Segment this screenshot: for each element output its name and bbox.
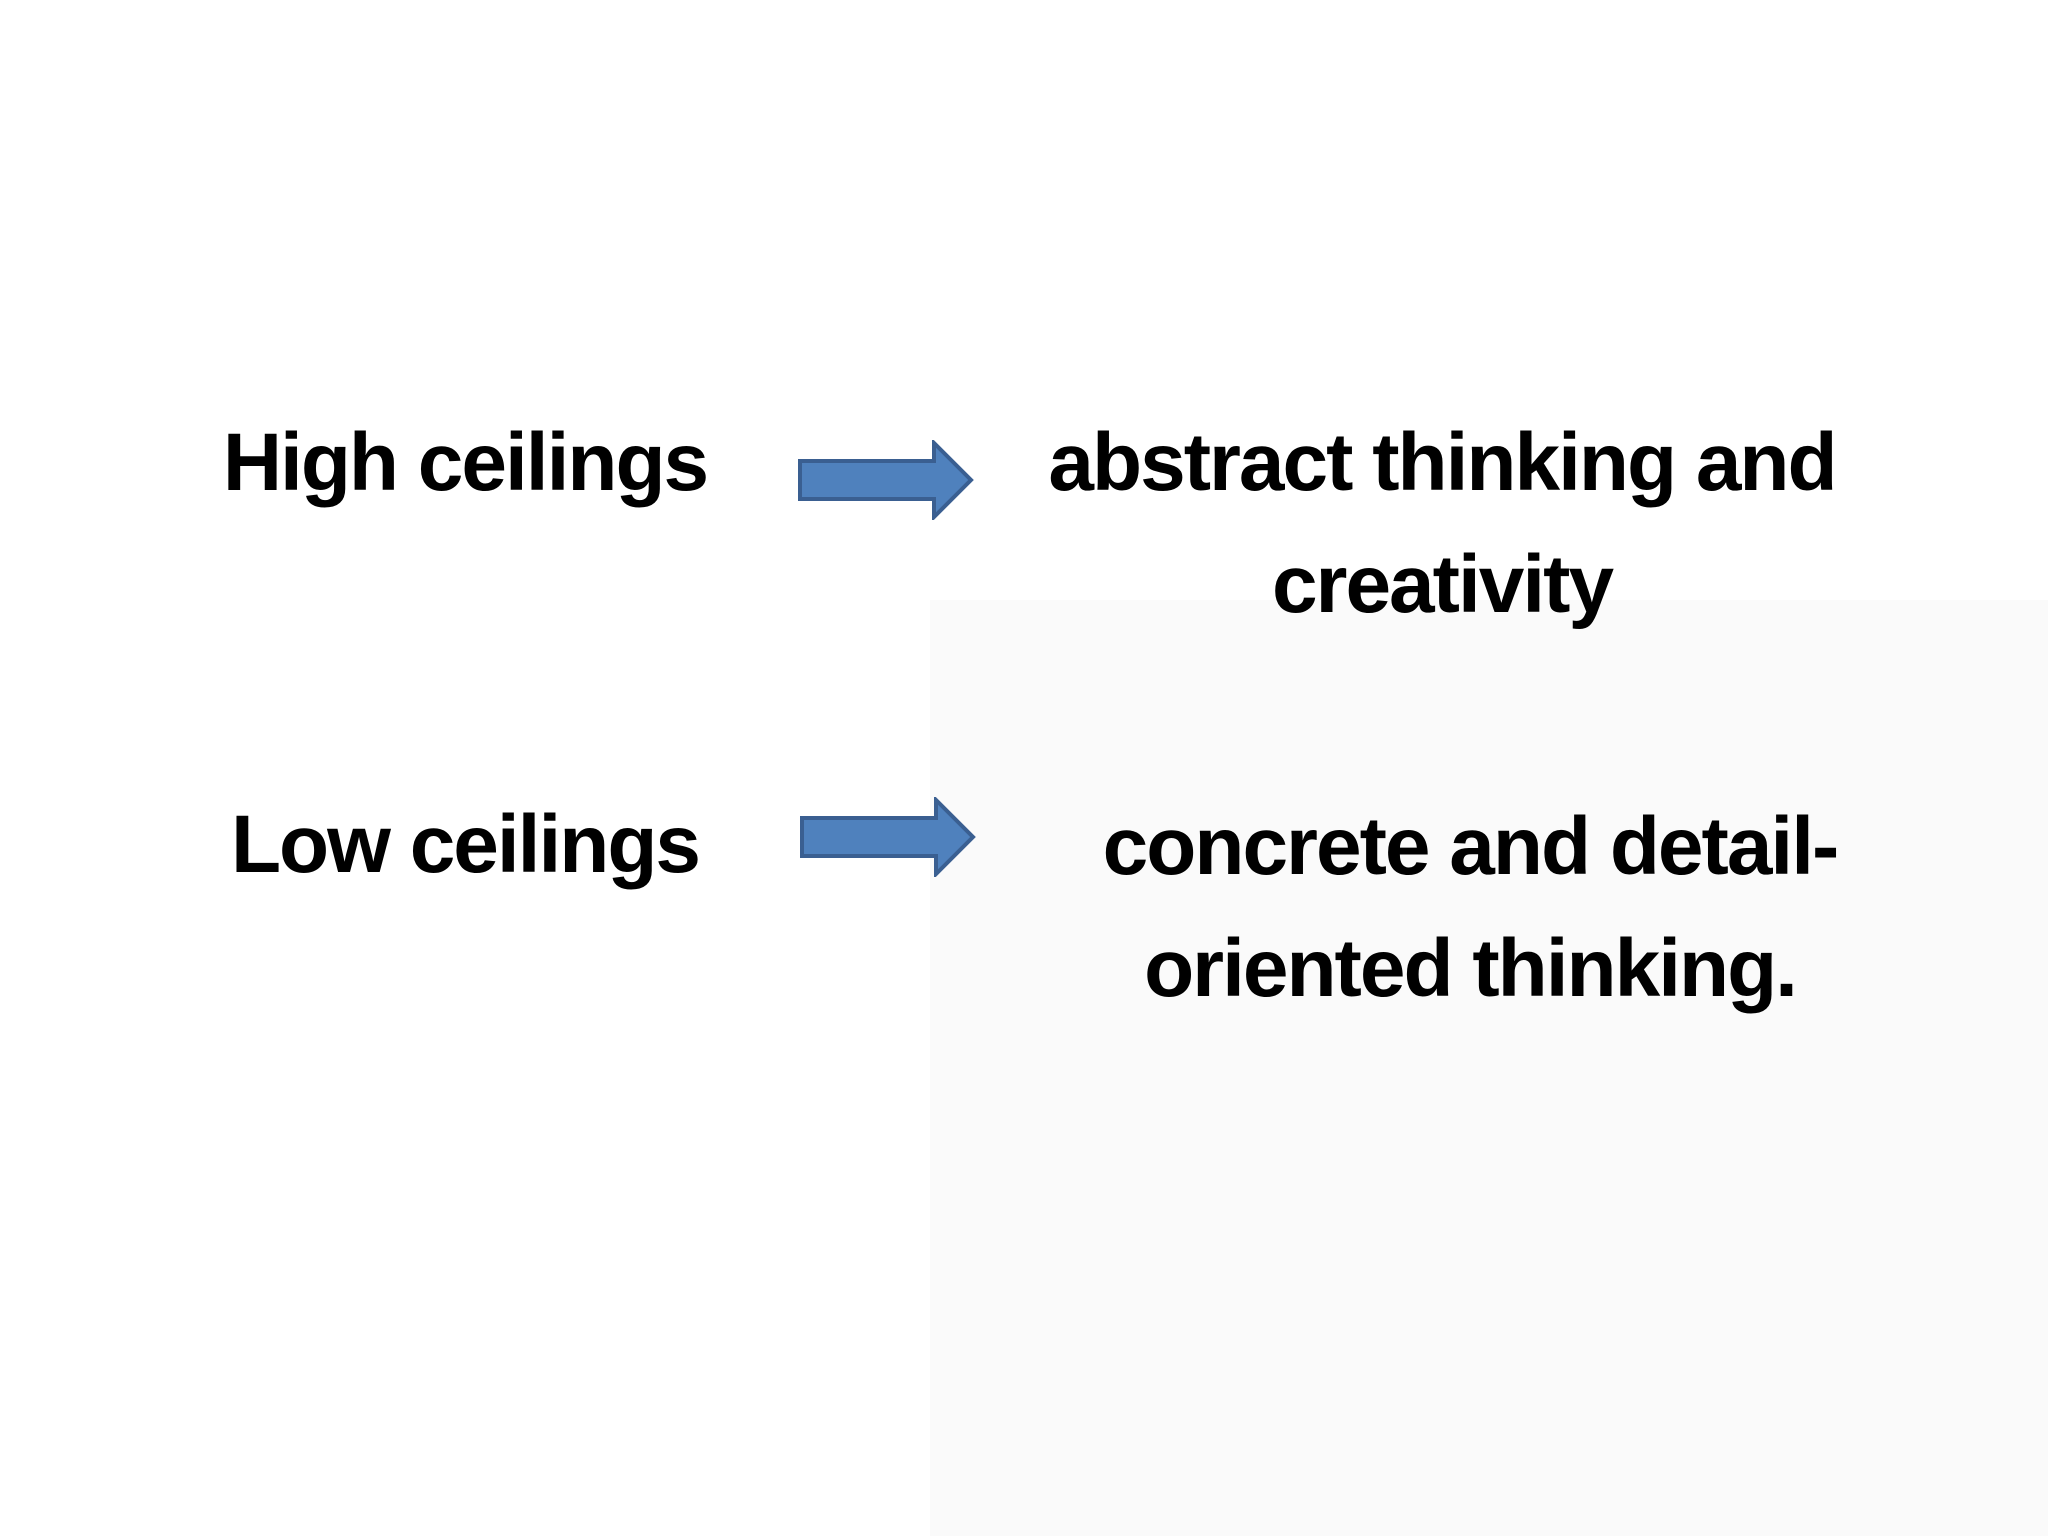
effect-text-high-ceilings: abstract thinking and creativity <box>1027 402 1857 646</box>
right-arrow-icon <box>800 797 976 877</box>
concept-label-high-ceilings: High ceilings <box>222 417 709 508</box>
right-arrow-shape <box>800 797 976 877</box>
concept-label-low-ceilings: Low ceilings <box>230 799 701 890</box>
background-tint <box>930 600 2048 1536</box>
effect-text-low-ceilings: concrete and detail- oriented thinking. <box>1055 786 1885 1030</box>
effect-line: abstract thinking and <box>1048 417 1837 508</box>
right-arrow-icon <box>798 440 974 520</box>
effect-line: oriented thinking. <box>1144 923 1798 1014</box>
right-arrow-shape <box>798 440 974 520</box>
effect-line: concrete and detail- <box>1102 801 1840 892</box>
effect-line: creativity <box>1271 539 1614 630</box>
